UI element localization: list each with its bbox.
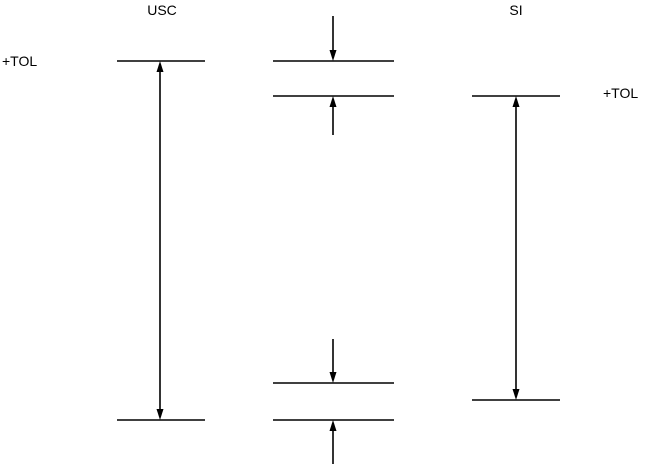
arrow-up-icon — [156, 61, 164, 72]
arrow-down-icon — [512, 389, 520, 400]
middle-upper-bottom-arrow — [329, 96, 337, 135]
arrow-up-icon — [329, 96, 337, 107]
tol-label-right: +TOL — [603, 85, 638, 101]
usc-heading: USC — [147, 2, 177, 18]
si-dimension-arrow — [512, 96, 520, 400]
middle-lower-bottom-arrow — [329, 420, 337, 464]
usc-dimension-arrow — [156, 61, 164, 420]
arrow-down-icon — [329, 50, 337, 61]
arrow-up-icon — [329, 420, 337, 431]
middle-lower-top-arrow — [329, 339, 337, 383]
middle-upper-top-arrow — [329, 16, 337, 61]
arrow-up-icon — [512, 96, 520, 107]
si-heading: SI — [509, 2, 522, 18]
tol-label-left: +TOL — [2, 53, 37, 69]
arrow-down-icon — [329, 372, 337, 383]
arrow-down-icon — [156, 409, 164, 420]
